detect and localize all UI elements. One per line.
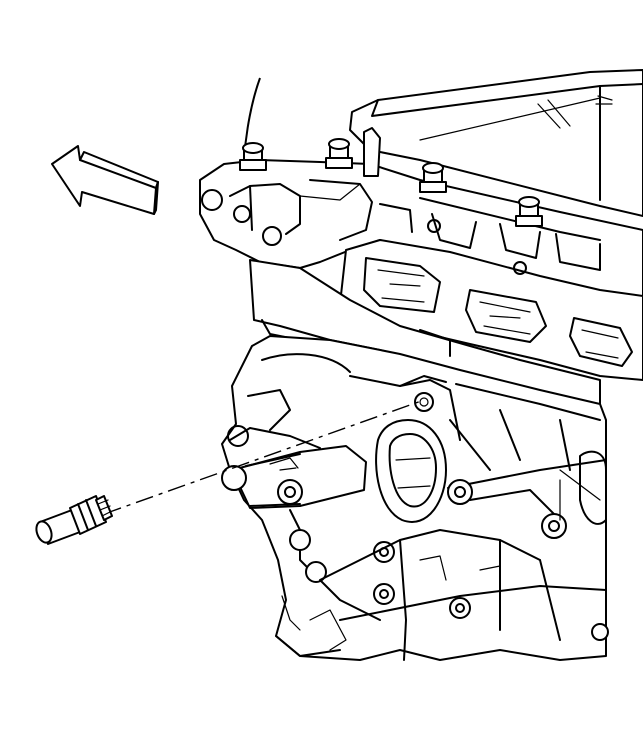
bolt-3	[419, 162, 447, 193]
engine-block	[221, 259, 609, 661]
sensor-plug	[35, 495, 113, 545]
exhaust-manifold	[339, 219, 643, 381]
camshaft-cover-bolts	[239, 127, 543, 227]
direction-arrow	[51, 145, 159, 215]
bolt-1	[239, 142, 267, 171]
bolt-2	[325, 138, 353, 169]
bolt-4	[515, 196, 543, 227]
installation-centerline	[103, 399, 425, 515]
cam-cover	[243, 69, 643, 217]
